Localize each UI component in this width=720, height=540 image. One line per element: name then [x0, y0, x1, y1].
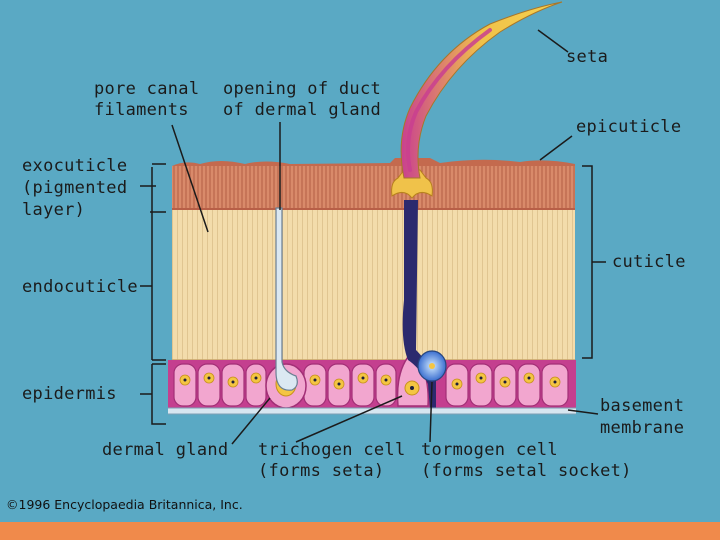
setal-socket: [391, 169, 433, 199]
label-dermal-gland: dermal gland: [102, 440, 229, 460]
label-exocuticle-pigmented: (pigmented: [22, 178, 128, 198]
label-tormogen-cell: tormogen cell: [421, 440, 558, 460]
label-exocuticle: exocuticle: [22, 156, 128, 176]
label-endocuticle: endocuticle: [22, 277, 138, 297]
seta-duct: [402, 200, 436, 410]
epidermis-layer: [168, 360, 576, 410]
exocuticle-layer: [172, 166, 575, 210]
label-pore-canal-filaments: pore canal: [94, 79, 200, 99]
label-cuticle: cuticle: [612, 252, 686, 272]
label-epicuticle: epicuticle: [576, 117, 682, 137]
bottom-accent-bar: [0, 522, 720, 540]
tormogen-cell: [417, 350, 447, 382]
label-trichogen-cell-2: (forms seta): [258, 461, 385, 481]
dermal-gland: [265, 207, 307, 409]
label-basement-membrane: basement: [600, 396, 685, 416]
label-tormogen-cell-2: (forms setal socket): [421, 461, 632, 481]
label-opening-of-duct-2: of dermal gland: [223, 100, 382, 120]
label-seta: seta: [566, 47, 609, 67]
seta: [400, 1, 563, 179]
endocuticle-layer: [172, 210, 575, 360]
label-exocuticle-layer: layer): [22, 200, 86, 220]
label-opening-of-duct: opening of duct: [223, 79, 382, 99]
basement-membrane: [168, 407, 576, 415]
label-basement-membrane-2: membrane: [600, 418, 685, 438]
copyright-text: ©1996 Encyclopaedia Britannica, Inc.: [6, 497, 243, 512]
label-trichogen-cell: trichogen cell: [258, 440, 406, 460]
leader-lines: [140, 29, 606, 445]
label-pore-canal-filaments-2: filaments: [94, 100, 189, 120]
label-epidermis: epidermis: [22, 384, 117, 404]
